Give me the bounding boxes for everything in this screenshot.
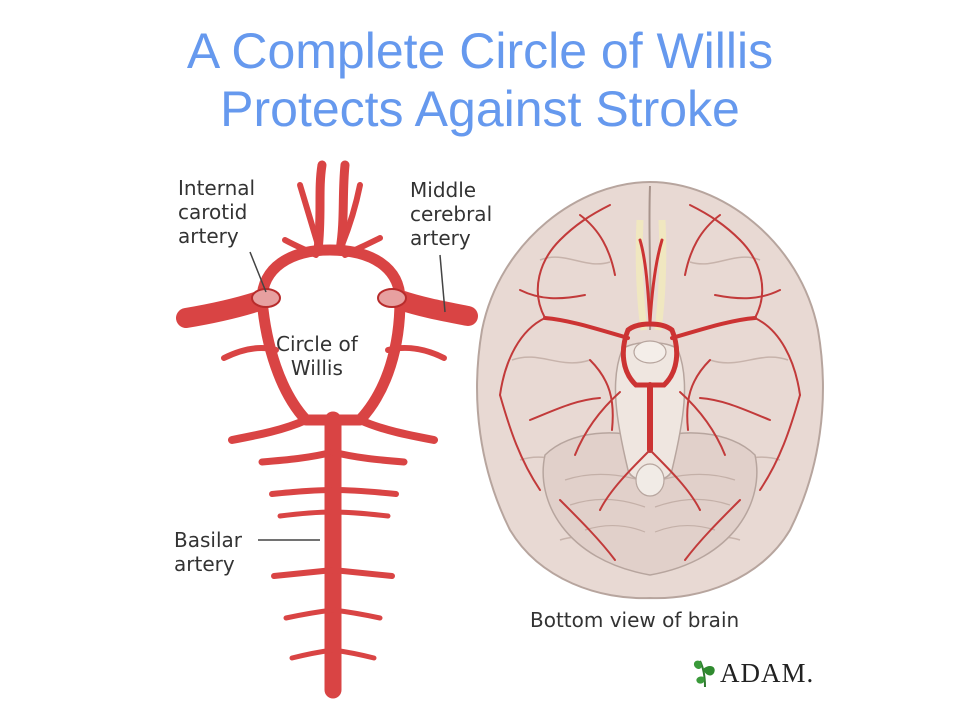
label-internal-carotid-line-2: carotid — [178, 200, 248, 224]
label-middle-cerebral-line-2: cerebral — [410, 202, 493, 226]
adam-logo-text: ADAM. — [720, 658, 815, 688]
label-internal-carotid-line-3: artery — [178, 224, 239, 248]
leaf-logo-icon — [693, 660, 715, 688]
adam-logo: ADAM. — [690, 653, 830, 693]
label-circle-of-willis: Circle of Willis — [276, 332, 358, 380]
label-basilar-line-1: Basilar — [174, 528, 242, 552]
slide-title: A Complete Circle of Willis Protects Aga… — [0, 22, 960, 138]
label-internal-carotid-artery: Internal carotid artery — [178, 176, 255, 248]
label-internal-carotid-line-1: Internal — [178, 176, 256, 200]
title-line-1: A Complete Circle of Willis — [186, 23, 774, 79]
title-line-2: Protects Against Stroke — [220, 81, 740, 137]
label-circle-of-willis-line-2: Willis — [290, 356, 343, 380]
label-circle-of-willis-line-1: Circle of — [276, 332, 358, 356]
label-middle-cerebral-line-3: artery — [410, 226, 471, 250]
label-basilar-artery: Basilar artery — [174, 528, 242, 576]
label-middle-cerebral-line-1: Middle — [410, 178, 477, 202]
brain-view-caption: Bottom view of brain — [530, 608, 740, 632]
arterial-schematic — [176, 160, 478, 699]
label-middle-cerebral-artery: Middle cerebral artery — [410, 178, 492, 250]
brain-bottom-view — [476, 180, 824, 600]
label-basilar-line-2: artery — [174, 552, 235, 576]
